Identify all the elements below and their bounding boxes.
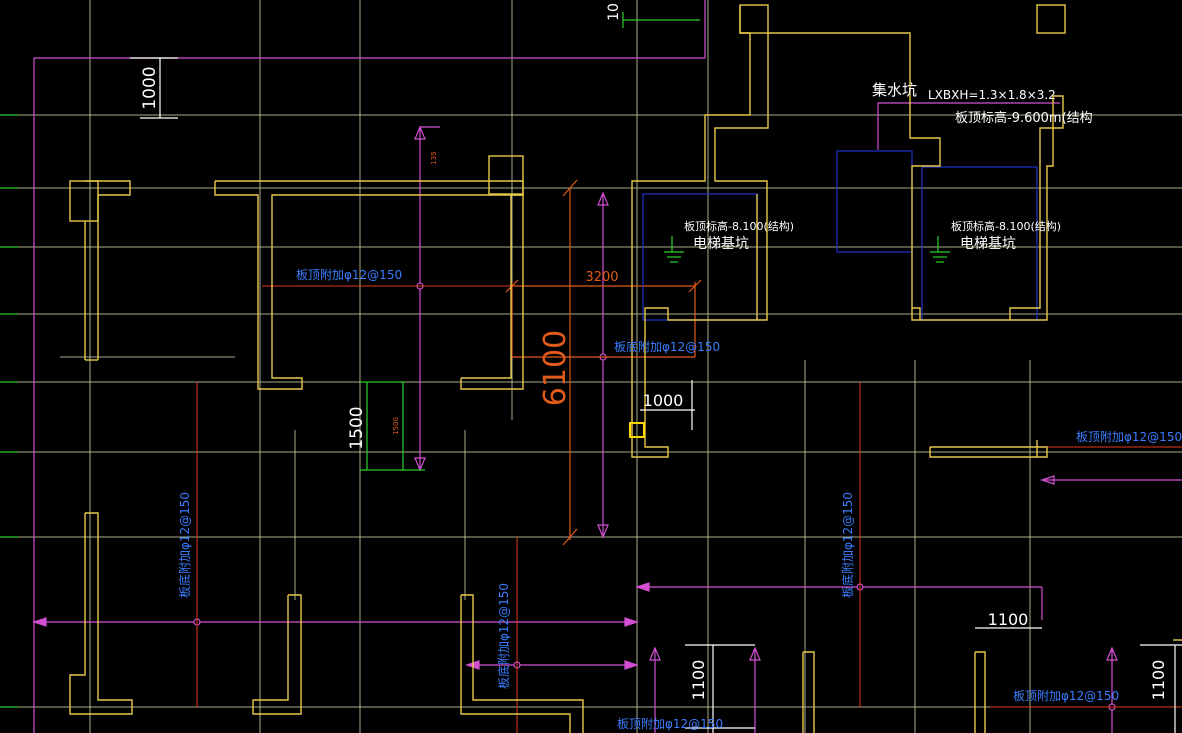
rebar-note-1: 板顶附加φ12@150	[296, 268, 402, 282]
left-axis-ticks	[0, 114, 18, 708]
magenta-boundary	[32, 0, 1182, 733]
dim-1100-far-right: 1100	[1149, 660, 1168, 701]
dim-1100-bottom: 1100	[689, 660, 708, 701]
rebar-note-3: 板顶附加φ12@150	[1076, 430, 1182, 444]
structural-walls	[69, 4, 1182, 733]
dim-1500: 1500	[347, 406, 367, 449]
dim-1000-mid: 1000	[643, 391, 684, 410]
white-dimension-brackets	[130, 57, 1182, 733]
rebar-note-6: 板底附加φ12@150	[496, 583, 511, 689]
orange-dimension-6100	[505, 179, 702, 546]
dim-1000-top: 1000	[140, 66, 160, 109]
rebar-note-4: 板底附加φ12@150	[177, 492, 192, 598]
dim-6100: 6100	[538, 330, 573, 406]
rebar-note-2: 板底附加φ12@150	[614, 339, 720, 354]
pit-name-left: 电梯基坑	[693, 235, 749, 252]
elevation-symbol-right	[930, 236, 950, 263]
rebar-note-8: 板顶附加φ12@150	[617, 717, 723, 731]
sump-spec-label: LXBXH=1.3×1.8×3.2	[928, 88, 1056, 102]
pit-elevation-left: 板顶标高-8.100(结构)	[684, 219, 794, 233]
pit-name-right: 电梯基坑	[960, 235, 1016, 252]
green-dimension-1500	[360, 12, 700, 471]
elevation-symbol-left	[664, 236, 684, 263]
pit-elevation-right: 板顶标高-8.100(结构)	[951, 219, 1061, 233]
dim-small-top: 135	[430, 151, 438, 164]
rebar-lines	[196, 285, 1182, 733]
dim-1100-right: 1100	[988, 610, 1029, 629]
dim-3200: 3200	[585, 270, 618, 285]
dim-10-top: 10	[606, 3, 622, 21]
dim-small-mid: 1500	[392, 417, 400, 435]
slab-elevation-label: 板顶标高-9.600m(结构	[955, 110, 1093, 126]
rebar-note-5: 板底附加φ12@150	[840, 492, 855, 598]
sump-pit-label: 集水坑	[872, 81, 917, 99]
rebar-note-7: 板顶附加φ12@150	[1013, 689, 1119, 703]
